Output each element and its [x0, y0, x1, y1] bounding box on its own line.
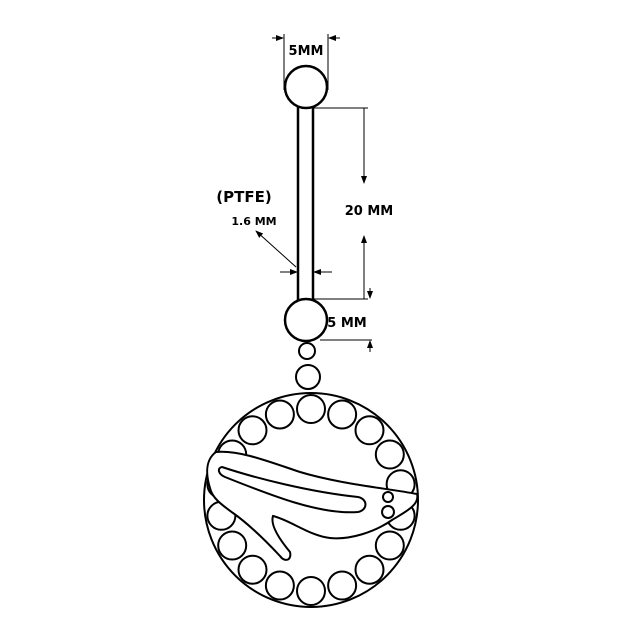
stone: [237, 554, 268, 585]
bottom-ball: [283, 297, 329, 343]
bar-length-dimension: 20 MM: [314, 107, 394, 300]
bar-length-label: 20 MM: [345, 204, 394, 219]
charm-bail: [295, 364, 321, 390]
bottom-ball-diameter-label: 5 MM: [327, 316, 366, 331]
link-bead: [298, 342, 316, 360]
shoe-bow-dot: [381, 505, 395, 519]
stone: [374, 530, 405, 561]
stone: [296, 576, 326, 606]
top-ball-dimension: 5MM: [272, 34, 340, 90]
stone: [354, 415, 385, 446]
bar-gauge-label: 1.6 MM: [231, 215, 276, 228]
material-label: (PTFE): [216, 188, 271, 206]
charm: [203, 392, 419, 608]
top-ball: [283, 64, 329, 110]
charm-frame: [203, 392, 419, 608]
shoe-bow-dot: [382, 491, 394, 503]
shoe-inner-strip: [217, 465, 367, 514]
stone: [354, 554, 385, 585]
top-ball-diameter-label: 5MM: [289, 44, 324, 59]
stone: [327, 570, 358, 601]
stone: [237, 415, 268, 446]
stone: [217, 530, 248, 561]
stone: [374, 439, 405, 470]
stone: [327, 399, 358, 430]
stone: [264, 399, 295, 430]
bar-gauge-dimension: (PTFE) 1.6 MM: [216, 188, 332, 275]
stone: [296, 394, 326, 424]
bottom-ball-dimension: 5 MM: [320, 288, 373, 352]
stone: [264, 570, 295, 601]
